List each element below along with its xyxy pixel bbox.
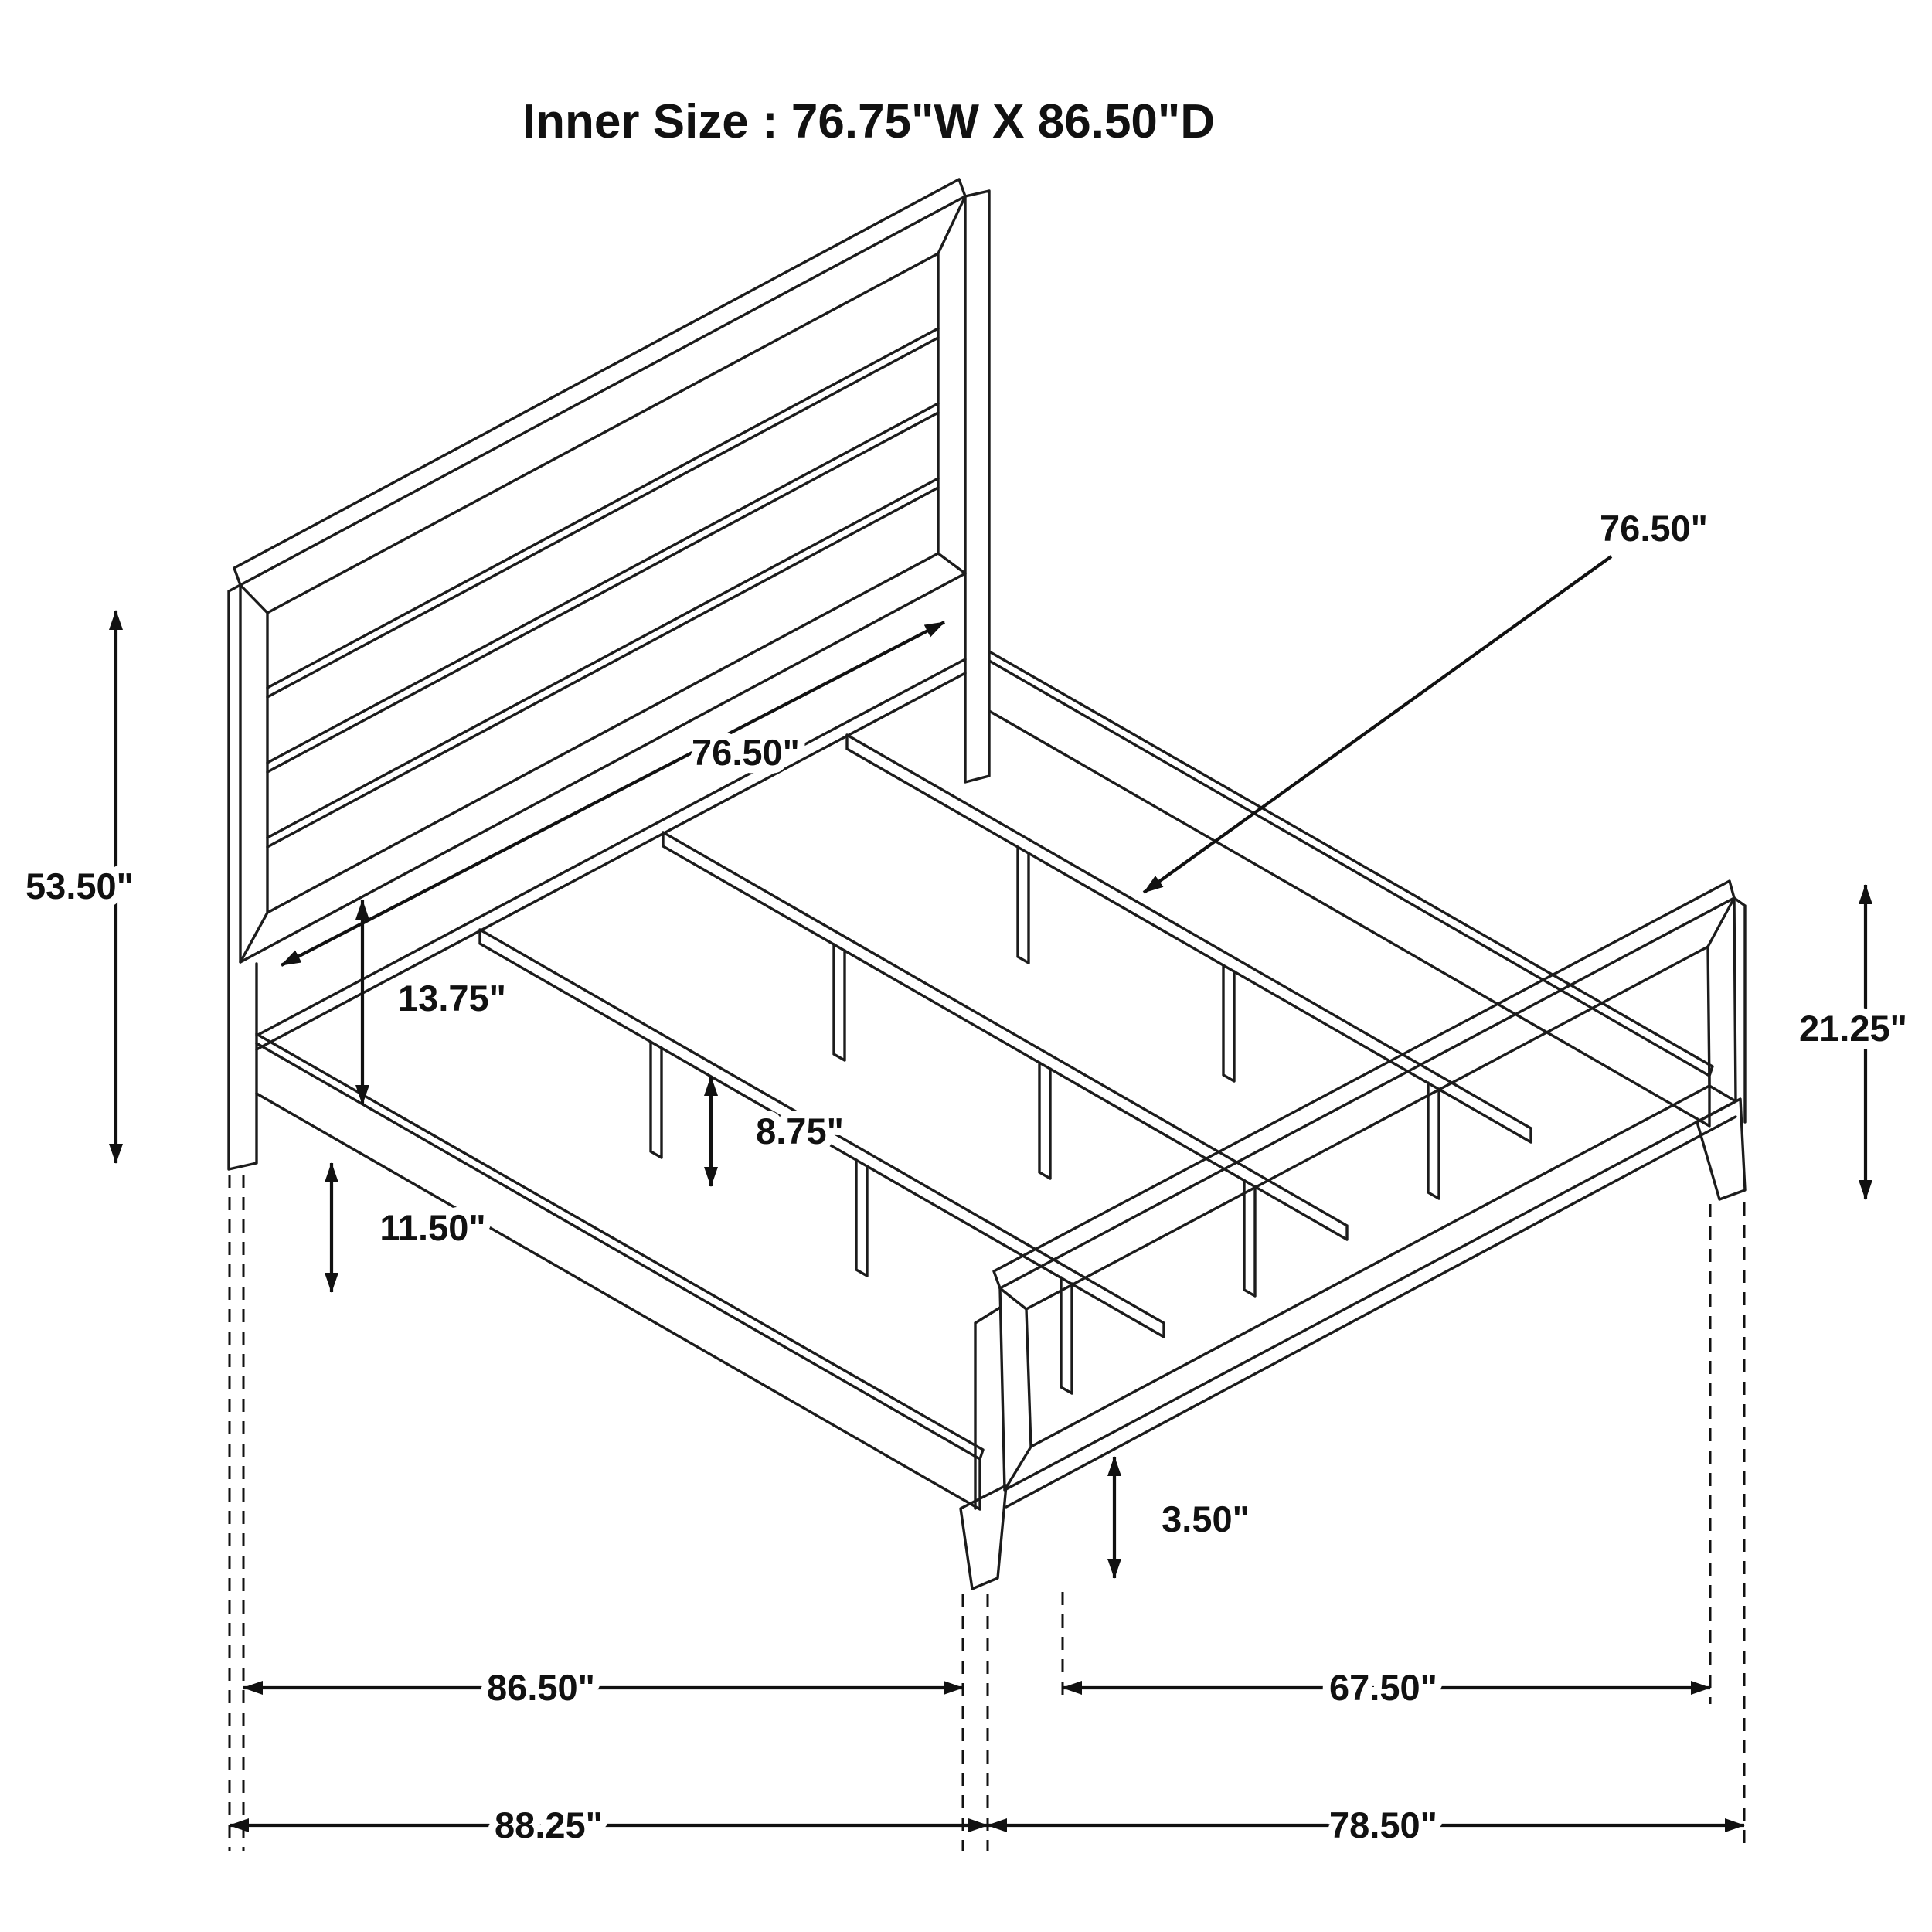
dim-label-rail-floor-clearance: 11.50" [379, 1207, 485, 1248]
footboard-left-post [974, 1306, 1002, 1510]
bed-frame-drawing [227, 178, 1747, 1590]
footboard-left-foot [959, 1484, 1008, 1590]
footboard-panel [998, 896, 1737, 1492]
dim-label-overall-width: 78.50" [1329, 1804, 1437, 1845]
footboard [959, 879, 1747, 1590]
headboard-inner-frame [239, 195, 967, 964]
page-title: Inner Size : 76.75"W X 86.50"D [522, 95, 1215, 148]
dimension-labels: 53.50" 76.50" 76.50" 13.75" 11.50" 8.75"… [18, 500, 1915, 1853]
support-rail-3-legs [1016, 845, 1440, 1200]
headboard-left-post [227, 583, 258, 1171]
headboard [227, 178, 991, 1171]
support-rail-2 [662, 831, 1349, 1241]
support-rail-2-legs [832, 943, 1257, 1298]
dim-label-side-rail-length: 86.50" [487, 1667, 595, 1708]
headboard-panel [239, 195, 967, 964]
dim-label-overall-depth: 88.25" [495, 1804, 603, 1845]
dim-label-panel-to-rail-gap: 13.75" [398, 978, 506, 1019]
footboard-bottom-edge [1005, 1115, 1737, 1509]
support-rail-3 [845, 733, 1532, 1144]
dim-label-footboard-height: 21.25" [1799, 1008, 1907, 1049]
dim-label-headboard-height: 53.50" [26, 866, 134, 906]
headboard-slats [266, 327, 940, 849]
footboard-inner-frame [998, 896, 1737, 1492]
side-rail-right [988, 650, 1714, 1128]
dim-label-support-leg-height: 8.75" [756, 1111, 844, 1151]
dim-label-foot-height: 3.50" [1162, 1498, 1250, 1539]
dim-arrow-inner-width-headboard [281, 621, 945, 967]
support-rail-1-legs [649, 1040, 1073, 1395]
dim-label-inner-width-rail: 76.50" [1600, 508, 1708, 549]
support-rail-1 [478, 928, 1165, 1338]
headboard-right-post [964, 189, 991, 784]
dim-arrow-inner-width-rail [1142, 555, 1613, 894]
dim-label-footboard-inner-span: 67.50" [1329, 1667, 1437, 1708]
side-rail-left [255, 1032, 985, 1511]
dimension-lines [109, 555, 1872, 1851]
footboard-right-post [1733, 896, 1747, 1124]
headboard-top-cap [233, 178, 967, 587]
slat-support-rails [478, 733, 1532, 1395]
footboard-top-cap [992, 879, 1736, 1290]
footboard-right-foot [1696, 1097, 1747, 1201]
bed-rails [255, 650, 1714, 1511]
dim-label-inner-width-headboard: 76.50" [692, 732, 800, 773]
